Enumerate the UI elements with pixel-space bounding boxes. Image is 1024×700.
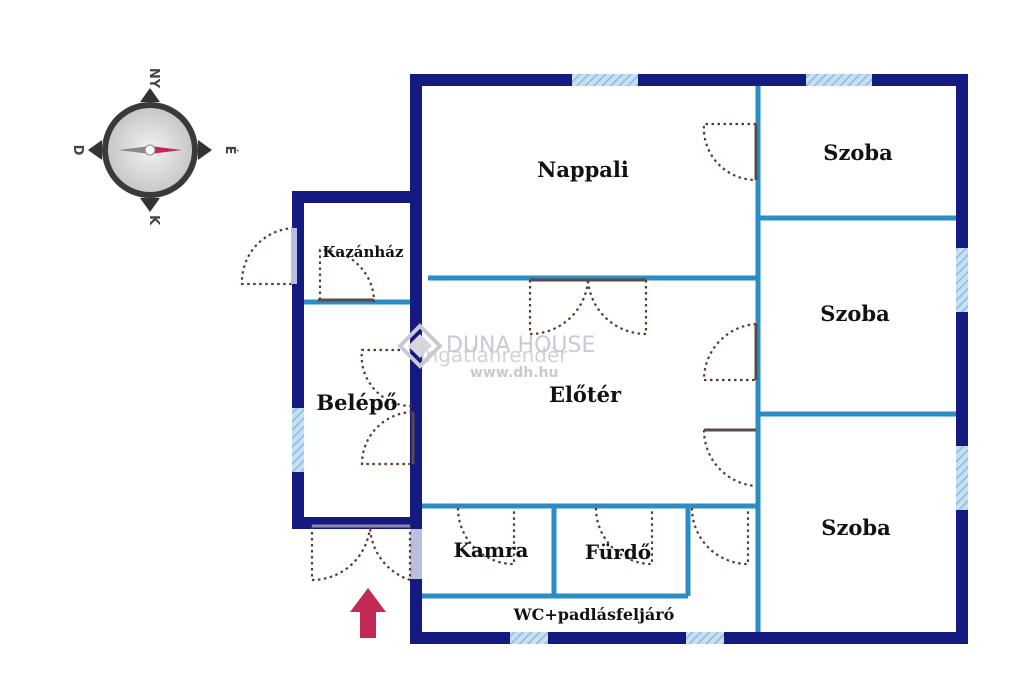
watermark-sub: ingatlanrendér: [420, 343, 568, 367]
window: [956, 446, 968, 510]
inner-walls: [304, 86, 956, 632]
watermark: DUNA HOUSE ingatlanrendér www.dh.hu: [397, 323, 595, 381]
compass-north-label: É: [222, 146, 238, 155]
compass-needle-north-icon: [150, 146, 182, 154]
window: [572, 74, 638, 86]
doors: [240, 122, 758, 582]
windows: [292, 74, 968, 644]
room-label-szoba-1: Szoba: [823, 140, 893, 165]
room-label-nappali: Nappali: [537, 157, 629, 182]
room-label-szoba-3: Szoba: [821, 515, 891, 540]
room-label-furdo: Fürdő: [585, 540, 651, 564]
entrance-door-frame: [410, 529, 422, 579]
window: [510, 632, 548, 644]
duna-house-logo-inner-icon: [408, 334, 432, 358]
room-label-kamra: Kamra: [454, 538, 529, 562]
room-label-wc: WC+padlásfeljáró: [513, 605, 675, 624]
room-label-eloter: Előtér: [549, 382, 622, 407]
entrance-arrow-icon: [350, 588, 386, 638]
room-labels: Nappali Szoba Szoba Szoba Kazánház Belép…: [316, 140, 893, 624]
watermark-brand: DUNA HOUSE: [446, 333, 595, 358]
window: [956, 248, 968, 312]
room-label-belepo: Belépő: [316, 390, 397, 415]
compass-needle-south-icon: [118, 146, 150, 154]
compass-south-label: D: [70, 145, 85, 156]
compass-east-label: K: [146, 215, 161, 226]
window: [806, 74, 872, 86]
compass: É D K NY: [70, 68, 238, 226]
window: [686, 632, 724, 644]
compass-west-label: NY: [146, 68, 161, 89]
room-label-szoba-2: Szoba: [820, 301, 890, 326]
window: [292, 408, 304, 472]
duna-house-logo-icon: [397, 323, 443, 369]
room-label-kazanhaz: Kazánház: [322, 243, 404, 261]
watermark-url: www.dh.hu: [470, 365, 558, 381]
